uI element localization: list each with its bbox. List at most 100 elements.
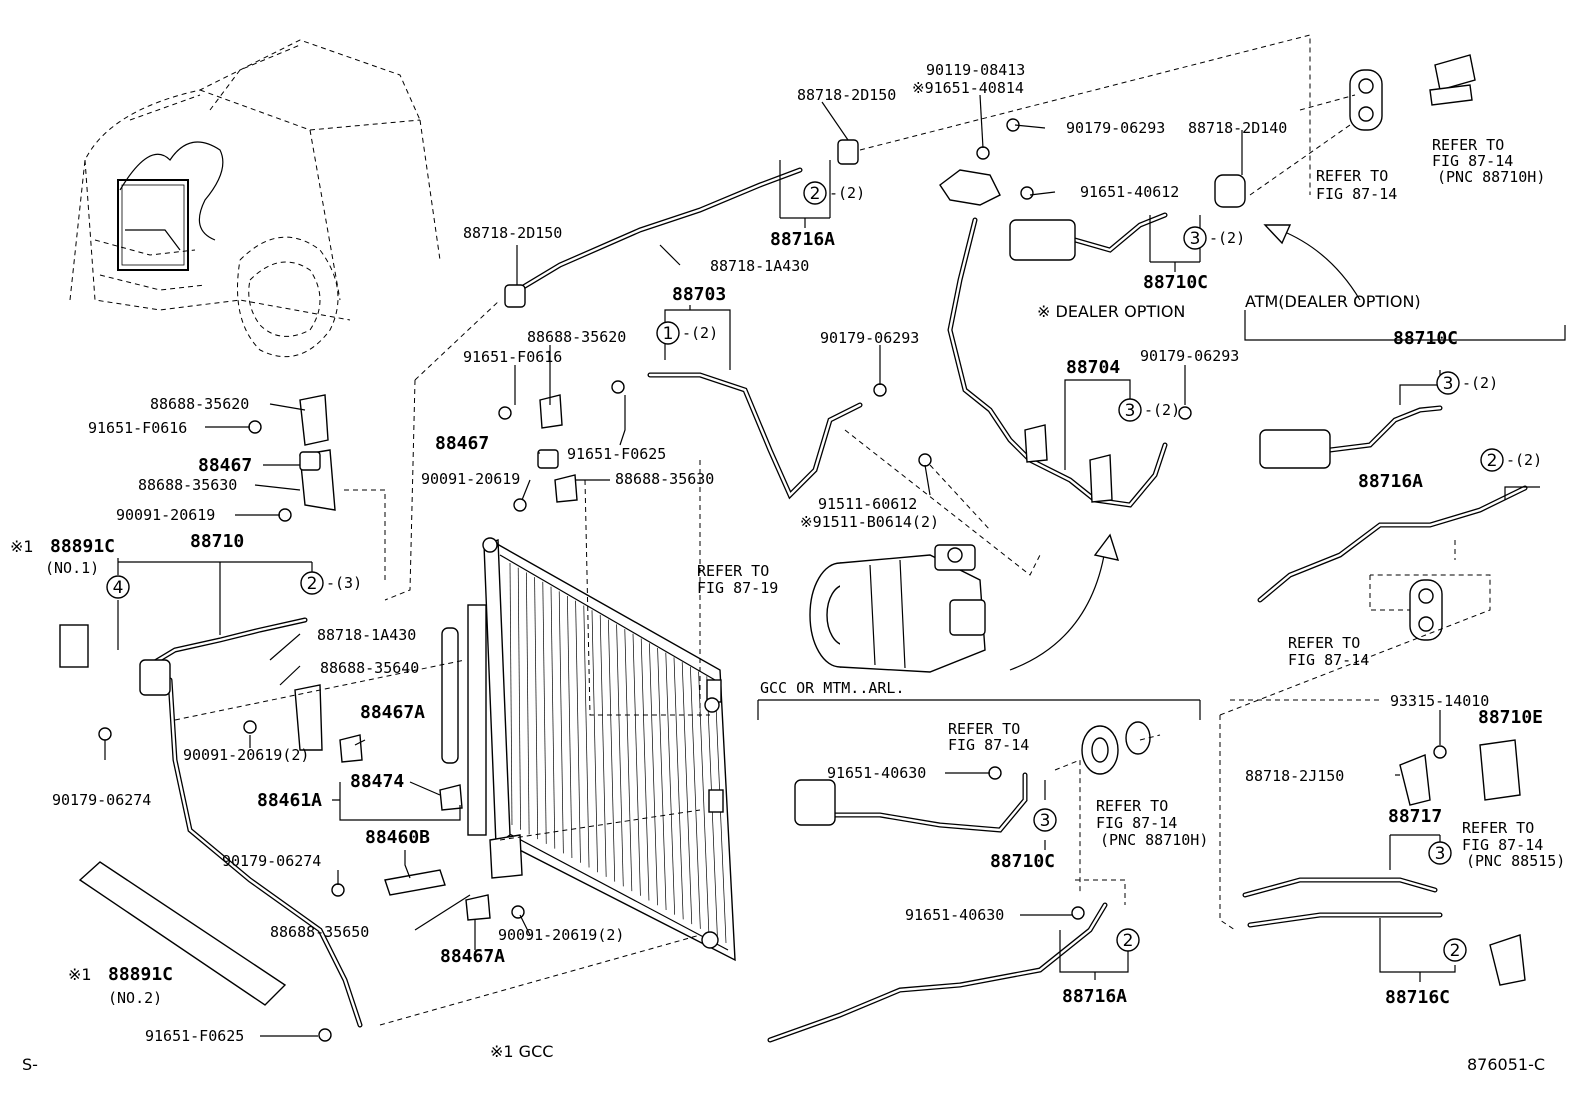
refrigerant-lines — [59, 54, 1528, 1043]
part-label: 88716A — [1062, 986, 1127, 1007]
part-label: 88710C — [1393, 328, 1458, 349]
part-label: 88688-35650 — [270, 923, 369, 941]
callout: 2 — [1116, 928, 1140, 952]
callout: 3 — [1428, 841, 1452, 865]
part-label: 88717 — [1388, 806, 1442, 827]
svg-text:3: 3 — [1190, 229, 1201, 249]
svg-text:REFER TO: REFER TO — [1096, 797, 1168, 815]
svg-text:-(2): -(2) — [1144, 401, 1180, 419]
svg-text:(PNC 88710H): (PNC 88710H) — [1437, 168, 1545, 186]
svg-text:2: 2 — [307, 574, 318, 594]
svg-text:-(2): -(2) — [1506, 451, 1542, 469]
part-label: 88710E — [1478, 707, 1543, 728]
callout: 3 -(2) — [1436, 371, 1498, 395]
part-label: 93315-14010 — [1390, 692, 1489, 710]
part-label: 90179-06293 — [820, 329, 919, 347]
part-label: 88716A — [770, 229, 835, 250]
part-label: 88467 — [435, 433, 489, 454]
part-label: 88688-35630 — [138, 476, 237, 494]
refer-note: REFER TO FIG 87-14 — [948, 720, 1029, 754]
svg-text:REFER TO: REFER TO — [948, 720, 1020, 738]
atm-dealer-option-note: ATM(DEALER OPTION) — [1245, 292, 1421, 311]
part-label: 90091-20619 — [421, 470, 520, 488]
svg-text:REFER TO: REFER TO — [697, 562, 769, 580]
part-label: 88460B — [365, 827, 430, 848]
part-label: 90179-06293 — [1140, 347, 1239, 365]
svg-text:REFER TO: REFER TO — [1316, 167, 1388, 185]
compressor — [809, 544, 986, 673]
footnote-mark: ※1 — [68, 965, 92, 984]
svg-text:3: 3 — [1443, 374, 1454, 394]
part-label: 88716C — [1385, 987, 1450, 1008]
refer-note: REFER TO FIG 87-14 (PNC 88710H) — [1096, 797, 1208, 849]
part-label: 88474 — [350, 771, 404, 792]
refer-note: REFER TO FIG 87-14 — [1288, 634, 1369, 669]
part-label: 90179-06274 — [222, 852, 321, 870]
svg-text:-(2): -(2) — [829, 184, 865, 202]
svg-text:FIG 87-14: FIG 87-14 — [1288, 651, 1369, 669]
refer-note: REFER TO FIG 87-19 — [697, 562, 778, 597]
refer-note: REFER TO FIG 87-14 (PNC 88710H) — [1432, 136, 1545, 186]
part-label: 88718-2D150 — [797, 86, 896, 104]
part-label: 88688-35640 — [320, 659, 419, 677]
part-label: 88461A — [257, 790, 322, 811]
part-label: 90119-08413 — [926, 61, 1025, 79]
direction-arrows — [1009, 224, 1361, 671]
svg-text:REFER TO: REFER TO — [1462, 819, 1534, 837]
svg-text:4: 4 — [113, 578, 124, 598]
part-label: 90091-20619(2) — [183, 746, 309, 764]
part-label: 88718-2D140 — [1188, 119, 1287, 137]
callout: 3 -(2) — [1183, 226, 1245, 250]
svg-text:-(2): -(2) — [1462, 374, 1498, 392]
svg-text:1: 1 — [663, 324, 674, 344]
svg-text:2: 2 — [1487, 451, 1498, 471]
footnote-mark: ※1 — [10, 537, 34, 556]
part-label: 88710C — [1143, 272, 1208, 293]
part-label: 91651-40612 — [1080, 183, 1179, 201]
svg-text:FIG 87-14: FIG 87-14 — [948, 736, 1029, 754]
part-label: 90179-06293 — [1066, 119, 1165, 137]
part-label: 91651-F0616 — [88, 419, 187, 437]
part-label: 88688-35620 — [150, 395, 249, 413]
callout: 2 -(3) — [300, 571, 362, 595]
refer-note: REFER TO FIG 87-14 — [1316, 167, 1397, 203]
part-label: 88703 — [672, 284, 726, 305]
part-label: 88467A — [440, 946, 505, 967]
leader-lines — [104, 94, 1566, 1037]
part-label: 88718-1A430 — [710, 257, 809, 275]
callout: 4 — [106, 575, 130, 599]
dealer-option-note: ※ DEALER OPTION — [1037, 302, 1185, 321]
condenser — [441, 537, 736, 962]
part-label: 88710 — [190, 531, 244, 552]
part-label: 88704 — [1066, 357, 1120, 378]
svg-text:REFER TO: REFER TO — [1288, 634, 1360, 652]
part-label: 91651-F0625 — [567, 445, 666, 463]
svg-text:3: 3 — [1125, 401, 1136, 421]
part-label: (NO.2) — [108, 989, 162, 1007]
figure-code: 876051-C — [1467, 1055, 1545, 1074]
part-label: 88891C — [108, 964, 173, 985]
part-label: 90091-20619 — [116, 506, 215, 524]
part-label: 91651-40630 — [905, 906, 1004, 924]
callout: 2 -(2) — [1480, 448, 1542, 472]
part-labels: 90119-08413 ※91651-40814 88718-2D150 901… — [45, 61, 1543, 1045]
gcc-mtm-note: GCC OR MTM..ARL. — [760, 679, 905, 697]
part-label: 88467 — [198, 455, 252, 476]
gcc-footnote: ※1 GCC — [490, 1042, 553, 1061]
part-label: 88718-2D150 — [463, 224, 562, 242]
refer-blocks: REFER TO FIG 87-14 REFER TO FIG 87-14 (P… — [697, 136, 1565, 870]
svg-text:2: 2 — [1450, 941, 1461, 961]
part-label: 88467A — [360, 702, 425, 723]
part-label: 91651-F0616 — [463, 348, 562, 366]
part-label: 88891C — [50, 536, 115, 557]
svg-text:-(3): -(3) — [326, 574, 362, 592]
part-label: ※91651-40814 — [912, 79, 1024, 97]
svg-text:(PNC 88515): (PNC 88515) — [1466, 852, 1565, 870]
corner-mark: S- — [22, 1055, 38, 1074]
part-label: ※91511-B0614(2) — [800, 513, 939, 531]
callout: 3 -(2) — [1118, 398, 1180, 422]
svg-text:FIG 87-19: FIG 87-19 — [697, 579, 778, 597]
svg-text:FIG 87-14: FIG 87-14 — [1432, 152, 1513, 170]
part-label: 88710C — [990, 851, 1055, 872]
